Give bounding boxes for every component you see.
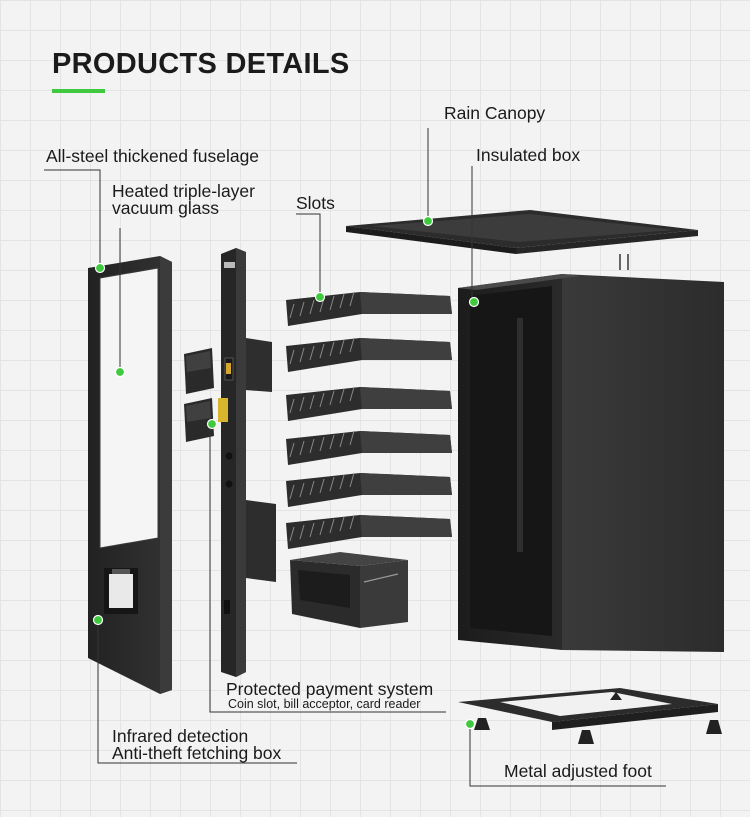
title-underline	[52, 89, 105, 93]
slot-trays	[286, 291, 452, 549]
label-fuselage: All-steel thickened fuselage	[46, 146, 260, 166]
label-payment-sub: Coin slot, bill acceptor, card reader	[228, 697, 421, 711]
label-slots: Slots	[296, 193, 335, 213]
label-rain-canopy: Rain Canopy	[444, 103, 546, 123]
label-insulated-box: Insulated box	[476, 145, 581, 165]
leader-lines	[44, 128, 666, 787]
label-infrared: Infrared detection	[112, 726, 249, 746]
label-fetching-box: Anti-theft fetching box	[112, 743, 282, 763]
label-metal-foot: Metal adjusted foot	[504, 761, 652, 781]
pickup-box	[290, 552, 408, 628]
payment-column	[184, 248, 276, 677]
front-door-frame	[88, 256, 172, 694]
insulated-box	[458, 254, 724, 652]
rain-canopy	[346, 210, 698, 254]
page-title: PRODUCTS DETAILS	[52, 48, 350, 80]
label-payment: Protected payment system	[226, 679, 434, 699]
label-glass-line2: vacuum glass	[112, 198, 219, 218]
label-glass-line1: Heated triple-layer	[112, 181, 255, 201]
metal-base	[458, 688, 722, 744]
